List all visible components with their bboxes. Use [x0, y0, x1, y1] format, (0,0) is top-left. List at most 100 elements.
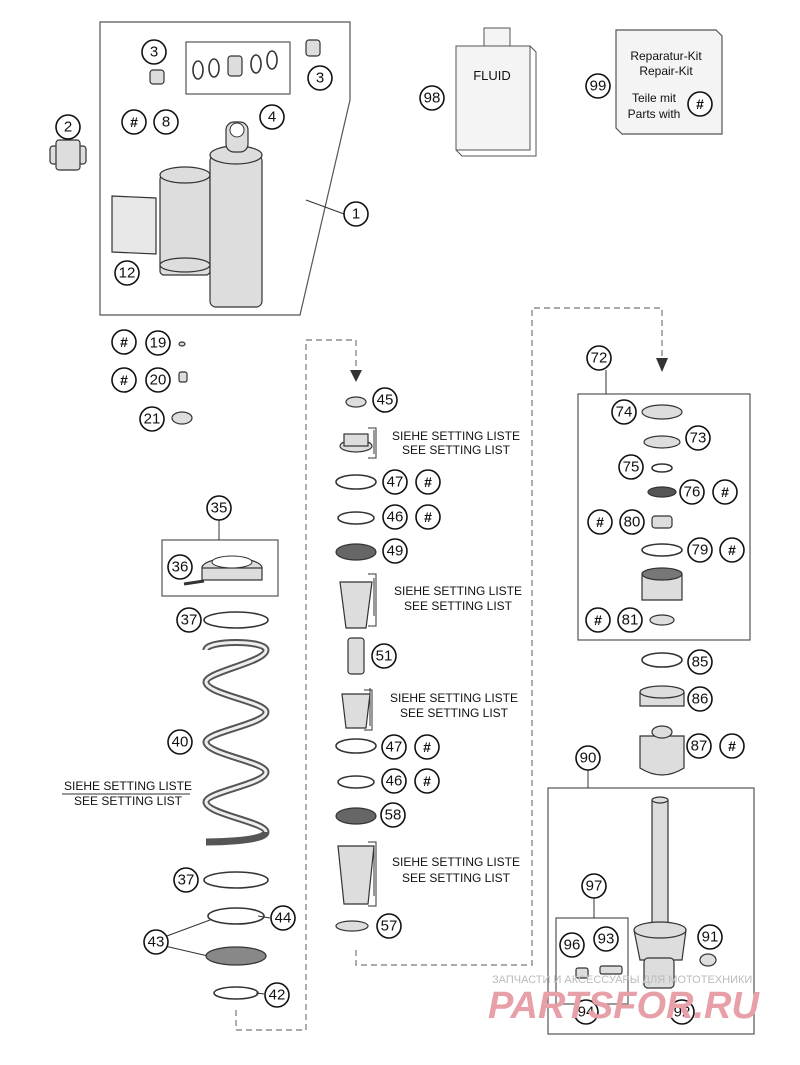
svg-text:#: # [120, 334, 128, 350]
svg-text:87: 87 [691, 738, 708, 755]
svg-text:99: 99 [590, 78, 607, 95]
svg-text:3: 3 [316, 70, 324, 87]
svg-text:93: 93 [598, 931, 615, 948]
adjuster-drawing [49, 139, 87, 171]
svg-text:SEE SETTING LIST: SEE SETTING LIST [74, 794, 183, 808]
svg-text:#: # [130, 114, 138, 130]
svg-text:36: 36 [172, 559, 189, 576]
svg-text:SIEHE SETTING LISTE: SIEHE SETTING LISTE [64, 779, 192, 793]
svg-text:SIEHE SETTING LISTE: SIEHE SETTING LISTE [392, 855, 520, 869]
svg-text:92: 92 [674, 1004, 691, 1021]
hash-marker: # [587, 509, 613, 535]
leader-lines [62, 199, 607, 995]
svg-text:Teile mit: Teile mit [632, 91, 677, 105]
svg-text:47: 47 [386, 739, 403, 756]
spring-nut-box [161, 539, 279, 597]
svg-text:SEE SETTING LIST: SEE SETTING LIST [404, 599, 513, 613]
svg-text:42: 42 [269, 987, 286, 1004]
svg-text:SEE SETTING LIST: SEE SETTING LIST [402, 443, 511, 457]
part-callout: 86 [687, 686, 713, 712]
setting-note: SIEHE SETTING LISTE SEE SETTING LIST [390, 691, 518, 720]
bushing-drawing [149, 39, 321, 85]
svg-text:79: 79 [692, 542, 709, 559]
svg-text:ЗАПЧАСТИ И АКСЕССУАРЫ ДЛЯ МОТО: ЗАПЧАСТИ И АКСЕССУАРЫ ДЛЯ МОТОТЕХНИКИ [492, 974, 752, 986]
svg-text:58: 58 [385, 807, 402, 824]
svg-text:#: # [424, 509, 432, 525]
shock-absorber-drawing [111, 121, 263, 308]
flow-line-left [235, 339, 357, 1031]
svg-text:SIEHE SETTING LISTE: SIEHE SETTING LISTE [392, 429, 520, 443]
svg-text:98: 98 [424, 90, 441, 107]
part-callout: 81 [617, 607, 643, 633]
part-callout: 4 [259, 104, 285, 130]
svg-text:1: 1 [352, 206, 360, 223]
seal-set-box [185, 41, 291, 95]
hash-marker: # [415, 504, 441, 530]
part-callout: 12 [114, 260, 140, 286]
circlip-drawing [213, 986, 259, 1000]
part-callout: 76 [679, 479, 705, 505]
part-callout: 74 [611, 399, 637, 425]
part-callout: 20 [145, 367, 171, 393]
setting-note: SIEHE SETTING LISTE SEE SETTING LIST [394, 584, 522, 613]
part-callout: 2 [55, 114, 81, 140]
svg-text:#: # [728, 542, 736, 558]
setting-note: SIEHE SETTING LISTE SEE SETTING LIST [392, 855, 520, 885]
part-callout: 91 [697, 924, 723, 950]
svg-text:76: 76 [684, 484, 701, 501]
part-callout: 35 [206, 495, 232, 521]
svg-text:74: 74 [616, 404, 633, 421]
spring-retainer-drawing [203, 871, 269, 889]
svg-text:97: 97 [586, 878, 603, 895]
reservoir-parts [639, 404, 685, 776]
svg-text:72: 72 [591, 350, 608, 367]
svg-text:46: 46 [387, 509, 404, 526]
part-callout: 99 [585, 73, 611, 99]
svg-text:81: 81 [622, 612, 639, 629]
part-callout: 3 [141, 39, 167, 65]
part-callout: 90 [575, 745, 601, 771]
svg-text:#: # [594, 612, 602, 628]
reservoir-cap-box [577, 393, 751, 641]
svg-text:44: 44 [275, 910, 292, 927]
bushing-21-drawing [171, 411, 193, 425]
svg-text:49: 49 [387, 543, 404, 560]
svg-text:75: 75 [623, 459, 640, 476]
svg-text:SIEHE SETTING LISTE: SIEHE SETTING LISTE [390, 691, 518, 705]
svg-text:Repair-Kit: Repair-Kit [639, 64, 693, 78]
part-callout: 8 [153, 109, 179, 135]
svg-text:90: 90 [580, 750, 597, 767]
svg-text:80: 80 [624, 514, 641, 531]
hash-marker: # [111, 367, 137, 393]
svg-text:#: # [696, 96, 704, 112]
svg-text:21: 21 [144, 411, 161, 428]
hash-marker: # [121, 109, 147, 135]
hash-marker: # [585, 607, 611, 633]
hash-marker: # [719, 537, 745, 563]
setting-note: SIEHE SETTING LISTE SEE SETTING LIST [392, 429, 520, 457]
svg-text:SIEHE SETTING LISTE: SIEHE SETTING LISTE [394, 584, 522, 598]
svg-text:19: 19 [150, 335, 167, 352]
svg-text:2: 2 [64, 119, 72, 136]
part-callout: 40 [167, 729, 193, 755]
part-callout: 47 [381, 734, 407, 760]
svg-text:46: 46 [386, 773, 403, 790]
svg-text:SEE SETTING LIST: SEE SETTING LIST [402, 871, 511, 885]
part-callout: 47 [382, 469, 408, 495]
svg-text:40: 40 [172, 734, 189, 751]
spring-seat-drawing [205, 946, 267, 966]
svg-text:#: # [120, 372, 128, 388]
svg-text:PARTSFOR.RU: PARTSFOR.RU [488, 985, 760, 1027]
part-callout: 75 [618, 454, 644, 480]
part-callout: 80 [619, 509, 645, 535]
note-brackets [364, 427, 377, 907]
part-callout: 57 [376, 913, 402, 939]
svg-text:37: 37 [178, 872, 195, 889]
part-callout: 45 [372, 387, 398, 413]
watermark: ЗАПЧАСТИ И АКСЕССУАРЫ ДЛЯ МОТОТЕХНИКИ PA… [488, 974, 760, 1027]
ring-drawing [207, 907, 265, 925]
part-callout: 85 [687, 649, 713, 675]
part-callout: 44 [270, 905, 296, 931]
part-callout: 58 [380, 802, 406, 828]
